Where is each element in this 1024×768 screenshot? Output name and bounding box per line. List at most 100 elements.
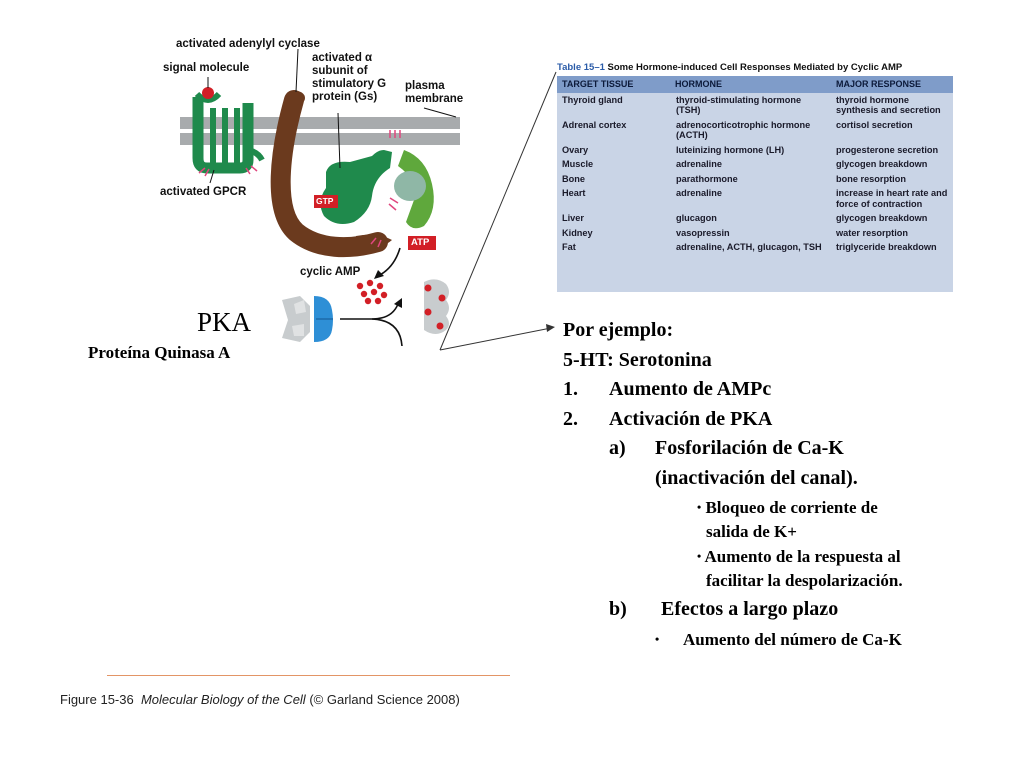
- header-hormone: HORMONE: [670, 76, 831, 93]
- notes-item-1: 1. Aumento de AMPc: [563, 375, 1003, 405]
- figure-caption: Figure 15-36 Molecular Biology of the Ce…: [60, 692, 460, 707]
- cell-major-response: water resorption: [836, 227, 908, 238]
- cell-target-tissue: Heart: [562, 188, 586, 198]
- bullet-3-text: Aumento del número de Ca-K: [683, 629, 902, 649]
- signal-molecule-dot: [202, 87, 214, 99]
- cell-major-response: glycogen breakdown: [836, 213, 928, 223]
- cell-hormone: thyroid-stimulating hormone (TSH): [676, 94, 802, 116]
- connector-to-table: [439, 71, 557, 351]
- adenylyl-cyclase-label: activated adenylyl cyclase: [176, 38, 320, 50]
- pka-release-arrow: [340, 303, 399, 320]
- table-row: Liver glucagon glycogen breakdown: [557, 211, 953, 226]
- table-title-text: Some Hormone-induced Cell Responses Medi…: [607, 62, 903, 73]
- camp-pathway-illustration: [180, 48, 557, 351]
- plasma-membrane-label-2: membrane: [405, 93, 464, 105]
- connector-to-notes: [439, 327, 552, 351]
- gtp-tag-bg: [314, 195, 338, 208]
- atp-to-camp-arrow: [377, 247, 401, 277]
- bullet-1: • Bloqueo de corriente de salida de K+: [563, 495, 1003, 544]
- regulatory-subunits: [424, 279, 449, 334]
- item-1-number: 1.: [563, 378, 578, 400]
- cell-target-tissue: Fat: [562, 242, 576, 252]
- notes-subject: 5-HT: Serotonina: [563, 348, 712, 371]
- table-header-row: TARGET TISSUE HORMONE MAJOR RESPONSE: [557, 76, 953, 93]
- cell-hormone: adrenocorticotrophic hormone (ACTH): [676, 119, 811, 141]
- alpha-subunit-label-3: stimulatory G: [312, 78, 387, 90]
- sub-b-text: Efectos a largo plazo: [661, 598, 839, 620]
- table-row: Muscle adrenaline glycogen breakdown: [557, 157, 953, 172]
- sub-b-mark: b): [609, 598, 627, 620]
- caption-figure: Figure 15-36: [60, 692, 134, 707]
- cyclic-amp-label: cyclic AMP: [300, 266, 361, 278]
- cell-major-response: glycogen breakdown: [836, 159, 928, 169]
- cell-major-response: bone resorption: [836, 173, 906, 184]
- alpha-subunit-label-1: activated α: [312, 52, 373, 64]
- g-alpha-subunit: [320, 150, 392, 224]
- table-row: Fat adrenaline, ACTH, glucagon, TSH trigly…: [557, 240, 953, 255]
- cell-target-tissue: Ovary: [562, 144, 589, 155]
- cell-target-tissue: Kidney: [562, 227, 593, 238]
- label-leader-lines: [207, 48, 457, 184]
- bullet-3: •Aumento del número de Ca-K: [655, 629, 902, 649]
- cell-major-response: progesterone secretion: [836, 144, 939, 155]
- header-target-tissue: TARGET TISSUE: [557, 76, 670, 93]
- table-body-box: TARGET TISSUE HORMONE MAJOR RESPONSE Thy…: [557, 76, 953, 292]
- item-2-text: Activación de PKA: [609, 407, 773, 430]
- item-1-text: Aumento de AMPc: [609, 378, 772, 400]
- cell-hormone: parathormone: [676, 173, 738, 184]
- cell-target-tissue: Liver: [562, 213, 584, 223]
- membrane-sparks: [370, 130, 401, 248]
- bullet-2-line-1: Aumento de la respuesta al: [704, 547, 901, 566]
- sub-a-text-2: (inactivación del canal).: [655, 466, 858, 489]
- cell-major-response: cortisol secretion: [836, 119, 913, 130]
- bullet-1-line-1: Bloqueo de corriente de: [705, 498, 878, 517]
- table-row: Kidney vasopressin water resorption: [557, 226, 953, 241]
- adenylyl-cyclase: [270, 90, 392, 258]
- sub-a-text-1: Fosforilación de Ca-K: [655, 437, 844, 459]
- plasma-membrane-label-1: plasma: [405, 80, 445, 92]
- notes-item-2: 2. Activación de PKA: [563, 405, 1003, 435]
- hormone-response-table: Table 15–1 Some Hormone-induced Cell Res…: [557, 62, 953, 292]
- camp-dots: [356, 279, 388, 305]
- pka-title: PKA: [197, 307, 252, 337]
- cell-major-response: thyroid hormone synthesis and secretion: [836, 94, 941, 116]
- caption-rest: (© Garland Science 2008): [309, 692, 460, 707]
- cell-hormone: adrenaline: [676, 188, 722, 198]
- cell-hormone: adrenaline, ACTH, glucagon, TSH: [676, 242, 822, 252]
- cell-hormone: adrenaline: [676, 159, 722, 169]
- footer-rule: [107, 675, 510, 676]
- cell-hormone: glucagon: [676, 213, 717, 223]
- notes-sub-b: b) Efectos a largo plazo: [563, 595, 1003, 625]
- g-beta-gamma: [394, 150, 434, 229]
- gpcr-activation-sparks: [198, 165, 258, 177]
- cell-major-response: triglyceride breakdown: [836, 242, 937, 252]
- alpha-subunit-label-4: protein (Gs): [312, 91, 378, 103]
- header-major-response: MAJOR RESPONSE: [831, 76, 953, 93]
- bullet-2: • Aumento de la respuesta al facilitar l…: [563, 544, 1003, 593]
- table-title: Table 15–1 Some Hormone-induced Cell Res…: [557, 62, 953, 73]
- cell-hormone: vasopressin: [676, 227, 730, 238]
- pka-full-name: Proteína Quinasa A: [88, 343, 231, 362]
- gpcr-receptor: [192, 91, 265, 174]
- caption-book: Molecular Biology of the Cell: [140, 692, 306, 707]
- table-row: Bone parathormone bone resorption: [557, 172, 953, 187]
- alpha-subunit-label-2: subunit of: [312, 65, 368, 77]
- activated-gpcr-label: activated GPCR: [160, 186, 247, 198]
- cell-target-tissue: Muscle: [562, 159, 594, 169]
- gtp-label: GTP: [316, 196, 334, 206]
- atp-label: ATP: [411, 237, 430, 248]
- atp-tag-bg: [408, 236, 436, 250]
- signal-molecule-label: signal molecule: [163, 62, 250, 74]
- bullet-2-line-2: facilitar la despolarización.: [706, 571, 903, 590]
- cell-target-tissue: Bone: [562, 173, 585, 184]
- table-number: Table 15–1: [557, 62, 605, 73]
- table-grid: TARGET TISSUE HORMONE MAJOR RESPONSE Thy…: [557, 76, 953, 255]
- bullet-1-line-2: salida de K+: [706, 522, 797, 541]
- item-2-number: 2.: [563, 407, 578, 430]
- notes-intro: Por ejemplo:: [563, 319, 674, 341]
- sub-a-mark: a): [609, 437, 626, 459]
